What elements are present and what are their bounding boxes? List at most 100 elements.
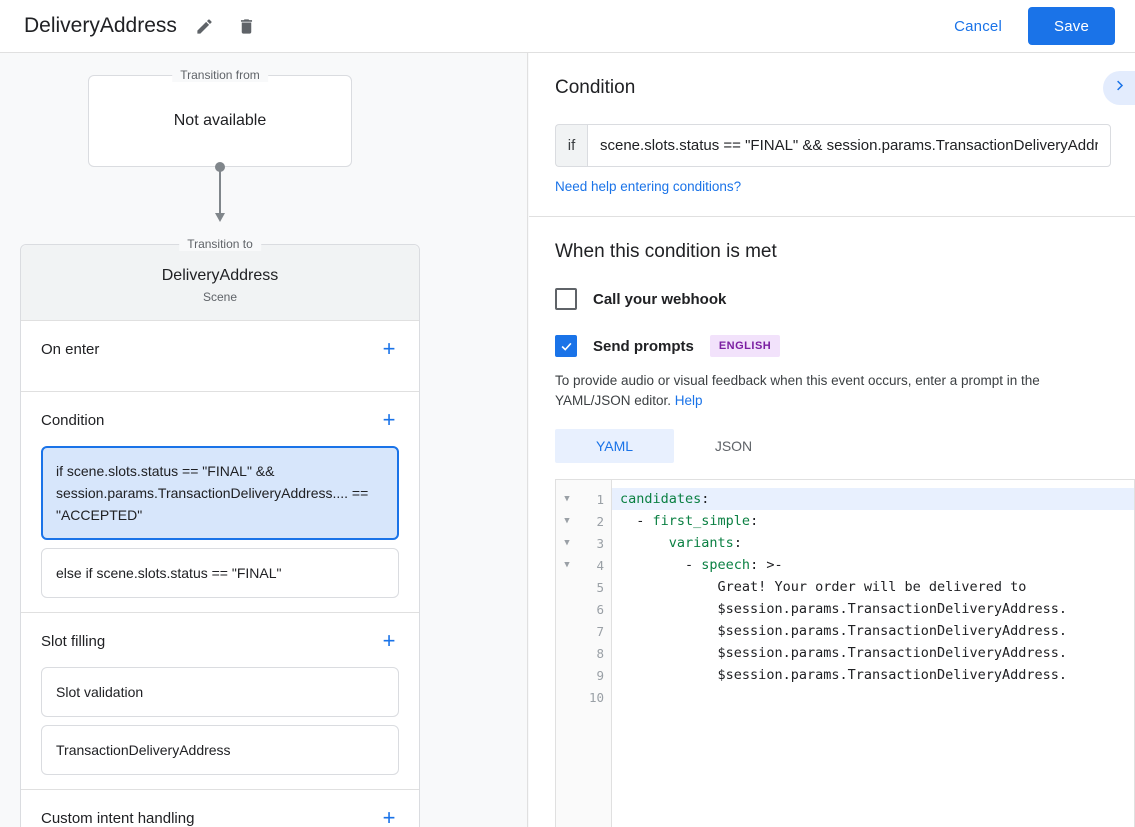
right-panel: Condition if Need help entering conditio… bbox=[529, 53, 1135, 827]
code-line: variants: bbox=[612, 532, 1134, 554]
left-section: Condition + if scene.slots.status == "FINA… bbox=[21, 392, 419, 613]
when-condition-heading: When this condition is met bbox=[555, 241, 777, 262]
gutter-row: 5 bbox=[556, 576, 611, 598]
need-help-conditions-link[interactable]: Need help entering conditions? bbox=[555, 179, 742, 194]
check-icon bbox=[561, 342, 571, 351]
code-rest-token: : bbox=[733, 535, 742, 551]
send-prompts-checkbox[interactable] bbox=[555, 335, 577, 357]
chevron-right-icon bbox=[1112, 78, 1127, 98]
code-line: $session.params.TransactionDeliveryAddre… bbox=[612, 664, 1134, 686]
tab-yaml[interactable]: YAML bbox=[555, 429, 674, 463]
gutter-row: 6 bbox=[556, 598, 611, 620]
line-number: 4 bbox=[596, 557, 604, 573]
language-badge: ENGLISH bbox=[709, 335, 781, 357]
transition-to-title: DeliveryAddress bbox=[161, 267, 279, 284]
code-indent: - bbox=[620, 513, 653, 529]
condition-heading: Condition bbox=[555, 77, 636, 98]
left-section: On enter + bbox=[21, 321, 419, 392]
call-webhook-label: Call your webhook bbox=[593, 290, 727, 308]
delete-button[interactable] bbox=[233, 12, 261, 40]
fold-arrow-icon[interactable]: ▼ bbox=[564, 516, 570, 526]
tab-json[interactable]: JSON bbox=[714, 438, 753, 454]
add-item-button[interactable]: + bbox=[382, 805, 396, 827]
line-number: 9 bbox=[596, 667, 604, 683]
line-number: 7 bbox=[596, 623, 604, 639]
code-line: $session.params.TransactionDeliveryAddre… bbox=[612, 598, 1134, 620]
line-number: 3 bbox=[596, 535, 604, 551]
call-webhook-checkbox[interactable] bbox=[555, 288, 577, 310]
section-header: On enter + bbox=[21, 321, 419, 377]
code-indent: - bbox=[620, 557, 702, 573]
list-item[interactable]: if scene.slots.status == "FINAL" && sess… bbox=[41, 446, 399, 540]
transition-from-title: Not available bbox=[173, 112, 267, 129]
edit-title-button[interactable] bbox=[191, 12, 219, 40]
help-link[interactable]: Help bbox=[674, 393, 703, 408]
gutter-row: 8 bbox=[556, 642, 611, 664]
code-line: - speech: >- bbox=[612, 554, 1134, 576]
code-rest-token: Great! Your order will be delivered to bbox=[717, 579, 1027, 595]
section-header: Condition + bbox=[21, 392, 419, 438]
list-item[interactable]: TransactionDeliveryAddress bbox=[41, 725, 399, 775]
code-line: candidates: bbox=[612, 488, 1134, 510]
section-divider bbox=[529, 216, 1135, 217]
top-bar: DeliveryAddress Cancel Save bbox=[0, 0, 1135, 53]
left-sections: On enter + Condition + if scene.slots.status… bbox=[21, 321, 419, 827]
section-header: Slot filling+ bbox=[21, 613, 419, 659]
add-item-button[interactable]: + bbox=[382, 336, 396, 361]
code-line: $session.params.TransactionDeliveryAddre… bbox=[612, 642, 1134, 664]
code-rest-token: : bbox=[750, 513, 759, 529]
code-rest-token: $session.params.TransactionDeliveryAddre… bbox=[717, 667, 1068, 683]
code-rest-token: $session.params.TransactionDeliveryAddre… bbox=[717, 645, 1068, 661]
code-rest-token: $session.params.TransactionDeliveryAddre… bbox=[717, 601, 1068, 617]
expand-panel-button[interactable] bbox=[1103, 71, 1135, 105]
fold-arrow-icon[interactable]: ▼ bbox=[564, 560, 570, 570]
editor-code-area[interactable]: candidates: - first_simple: variants: - … bbox=[612, 480, 1134, 827]
transition-to-subtitle: Scene bbox=[202, 290, 238, 304]
condition-input-row: if bbox=[555, 124, 1111, 167]
line-number: 6 bbox=[596, 601, 604, 617]
save-button[interactable]: Save bbox=[1028, 7, 1115, 45]
add-item-button[interactable]: + bbox=[382, 407, 396, 432]
code-indent bbox=[620, 623, 718, 639]
gutter-row: ▼2 bbox=[556, 510, 611, 532]
code-indent bbox=[620, 645, 718, 661]
gutter-row: ▼4 bbox=[556, 554, 611, 576]
connector-line bbox=[219, 167, 221, 219]
section-title: On enter bbox=[41, 340, 100, 358]
if-prefix-label: if bbox=[555, 124, 587, 167]
condition-expression-input[interactable] bbox=[587, 124, 1111, 167]
list-item[interactable]: Slot validation bbox=[41, 667, 399, 717]
send-prompts-label: Send prompts bbox=[593, 337, 694, 355]
code-rest-token: : bbox=[701, 491, 710, 507]
fold-arrow-icon[interactable]: ▼ bbox=[564, 538, 570, 548]
code-indent bbox=[620, 579, 718, 595]
section-title: Custom intent handling bbox=[41, 809, 195, 827]
add-item-button[interactable]: + bbox=[382, 628, 396, 653]
code-rest-token: : >- bbox=[750, 557, 783, 573]
when-condition-block: When this condition is met Call your web… bbox=[529, 217, 1135, 463]
prompts-note: To provide audio or visual feedback when… bbox=[555, 371, 1111, 411]
code-line: Great! Your order will be delivered to bbox=[612, 576, 1134, 598]
transition-from-node[interactable]: Transition from Not available bbox=[88, 68, 352, 167]
prompts-row: Send prompts ENGLISH bbox=[555, 335, 1111, 357]
code-line: $session.params.TransactionDeliveryAddre… bbox=[612, 620, 1134, 642]
code-line bbox=[612, 686, 1134, 708]
left-panel: Transition from Not available Transition… bbox=[0, 53, 528, 827]
code-indent bbox=[620, 667, 718, 683]
code-key-token: candidates bbox=[620, 491, 702, 507]
section-header: Custom intent handling + bbox=[21, 790, 419, 827]
code-key-token: speech bbox=[701, 557, 751, 573]
cancel-button[interactable]: Cancel bbox=[942, 10, 1014, 43]
code-rest-token: $session.params.TransactionDeliveryAddre… bbox=[717, 623, 1068, 639]
transition-to-header[interactable]: DeliveryAddress Scene bbox=[21, 245, 419, 321]
transition-to-card: Transition to DeliveryAddress Scene On e… bbox=[20, 237, 420, 827]
left-section: Custom intent handling + bbox=[21, 790, 419, 827]
line-number: 8 bbox=[596, 645, 604, 661]
gutter-row: ▼3 bbox=[556, 532, 611, 554]
fold-arrow-icon[interactable]: ▼ bbox=[564, 494, 570, 504]
list-item[interactable]: else if scene.slots.status == "FINAL" bbox=[41, 548, 399, 598]
section-title: Condition bbox=[41, 411, 105, 429]
